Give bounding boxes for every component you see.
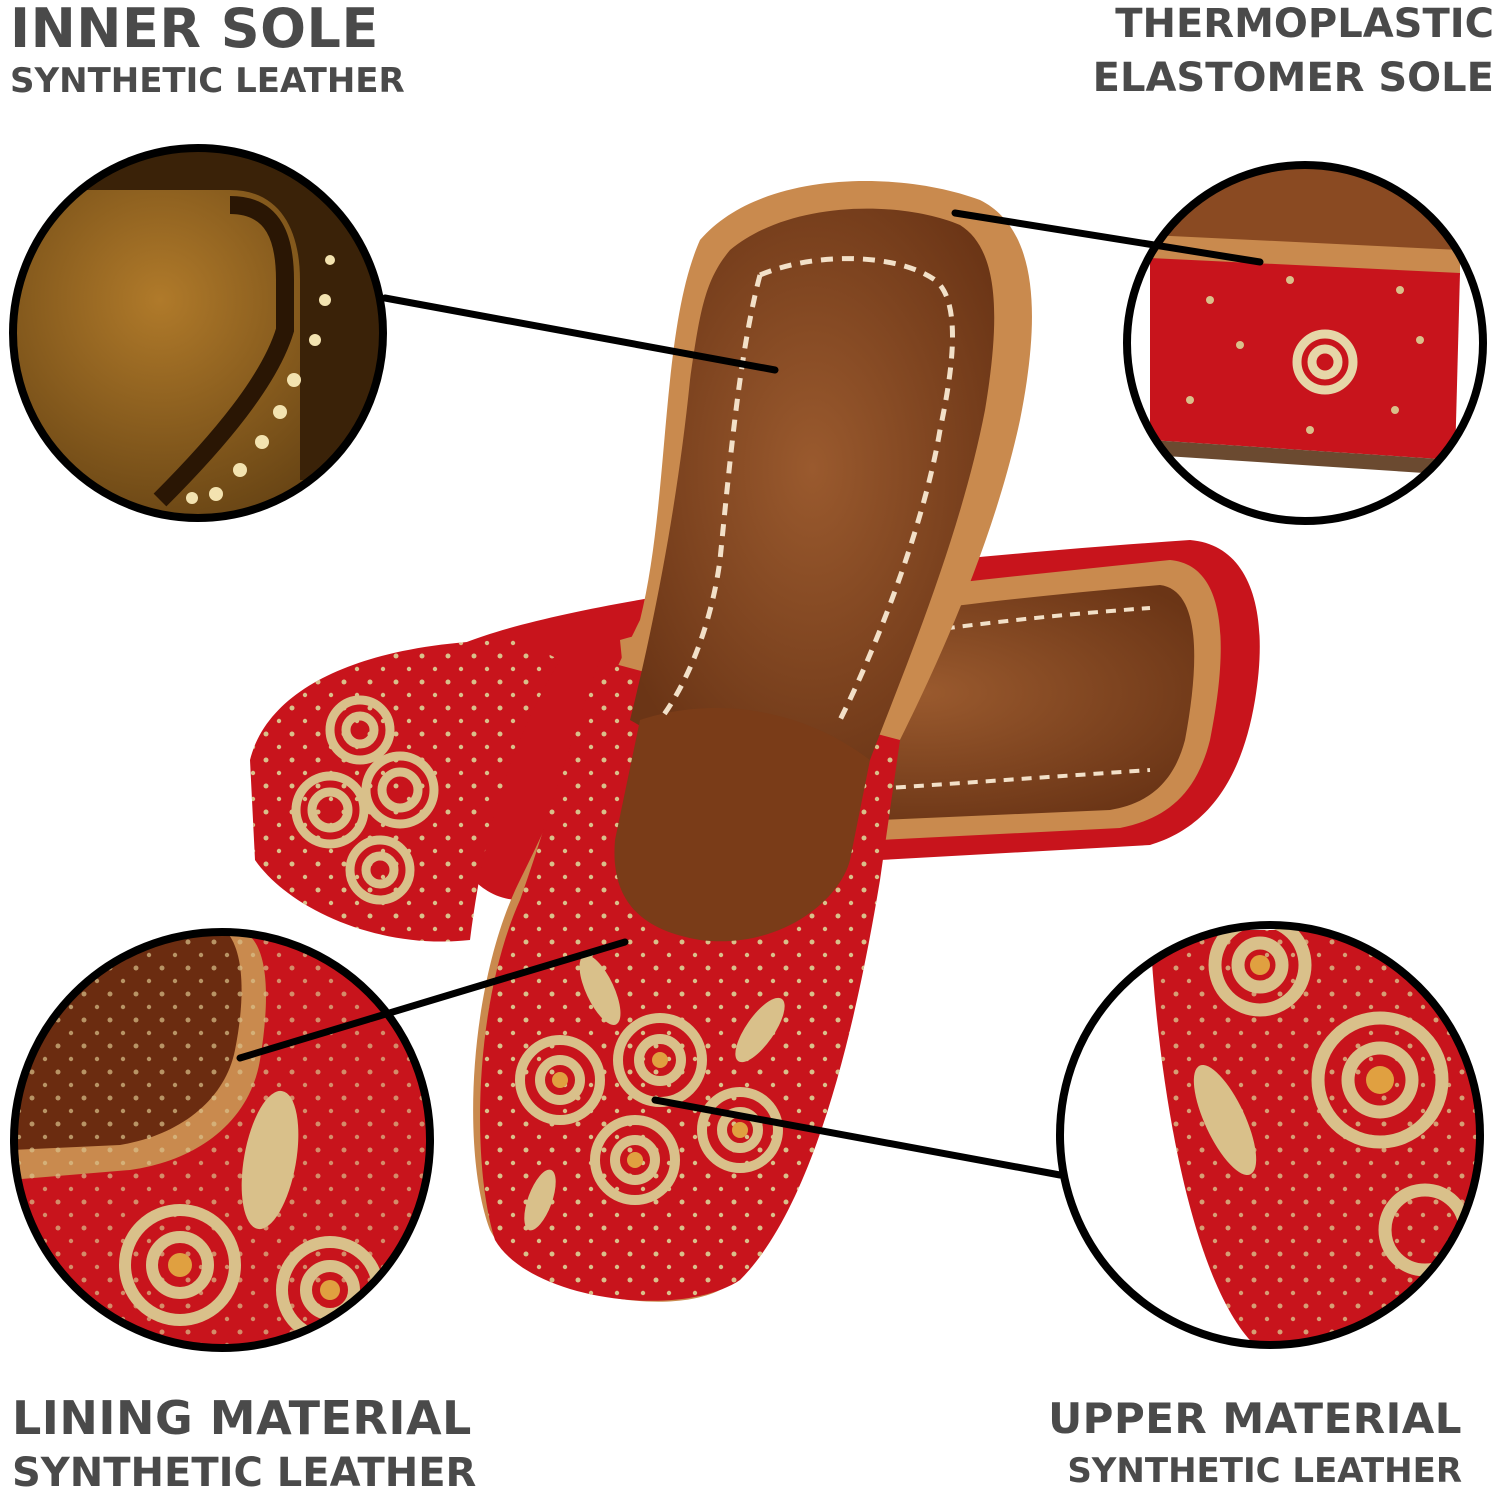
- lining-subtitle: SYNTHETIC LEATHER: [12, 1450, 477, 1496]
- label-lining: LINING MATERIAL SYNTHETIC LEATHER: [12, 1395, 476, 1493]
- upper-subtitle: SYNTHETIC LEATHER: [1067, 1451, 1462, 1491]
- callout-line-outer-sole: [951, 209, 1264, 266]
- label-inner-sole: INNER SOLE SYNTHETIC LEATHER: [10, 0, 405, 101]
- callout-line-lining: [236, 938, 629, 1062]
- front-shoe: [473, 180, 1032, 1302]
- label-upper: UPPER MATERIAL SYNTHETIC LEATHER: [1048, 1394, 1462, 1491]
- zoom-circle-lining: [10, 928, 434, 1352]
- zoom-circle-inner-sole: [9, 144, 387, 522]
- label-outer-sole: THERMOPLASTIC ELASTOMER SOLE: [1093, 4, 1494, 98]
- callout-line-inner-sole: [381, 294, 779, 374]
- lining-title: LINING MATERIAL: [12, 1391, 472, 1445]
- outer-sole-line2: ELASTOMER SOLE: [1092, 55, 1494, 101]
- inner-sole-subtitle: SYNTHETIC LEATHER: [10, 61, 405, 101]
- zoom-circle-outer-sole: [1123, 161, 1487, 525]
- inner-sole-title: INNER SOLE: [10, 0, 379, 60]
- outer-sole-line1: THERMOPLASTIC: [1115, 1, 1494, 47]
- callout-line-upper: [651, 1096, 1064, 1179]
- zoom-circle-upper: [1056, 921, 1484, 1349]
- callout-lines: [236, 209, 1264, 1179]
- upper-title: UPPER MATERIAL: [1048, 1394, 1462, 1443]
